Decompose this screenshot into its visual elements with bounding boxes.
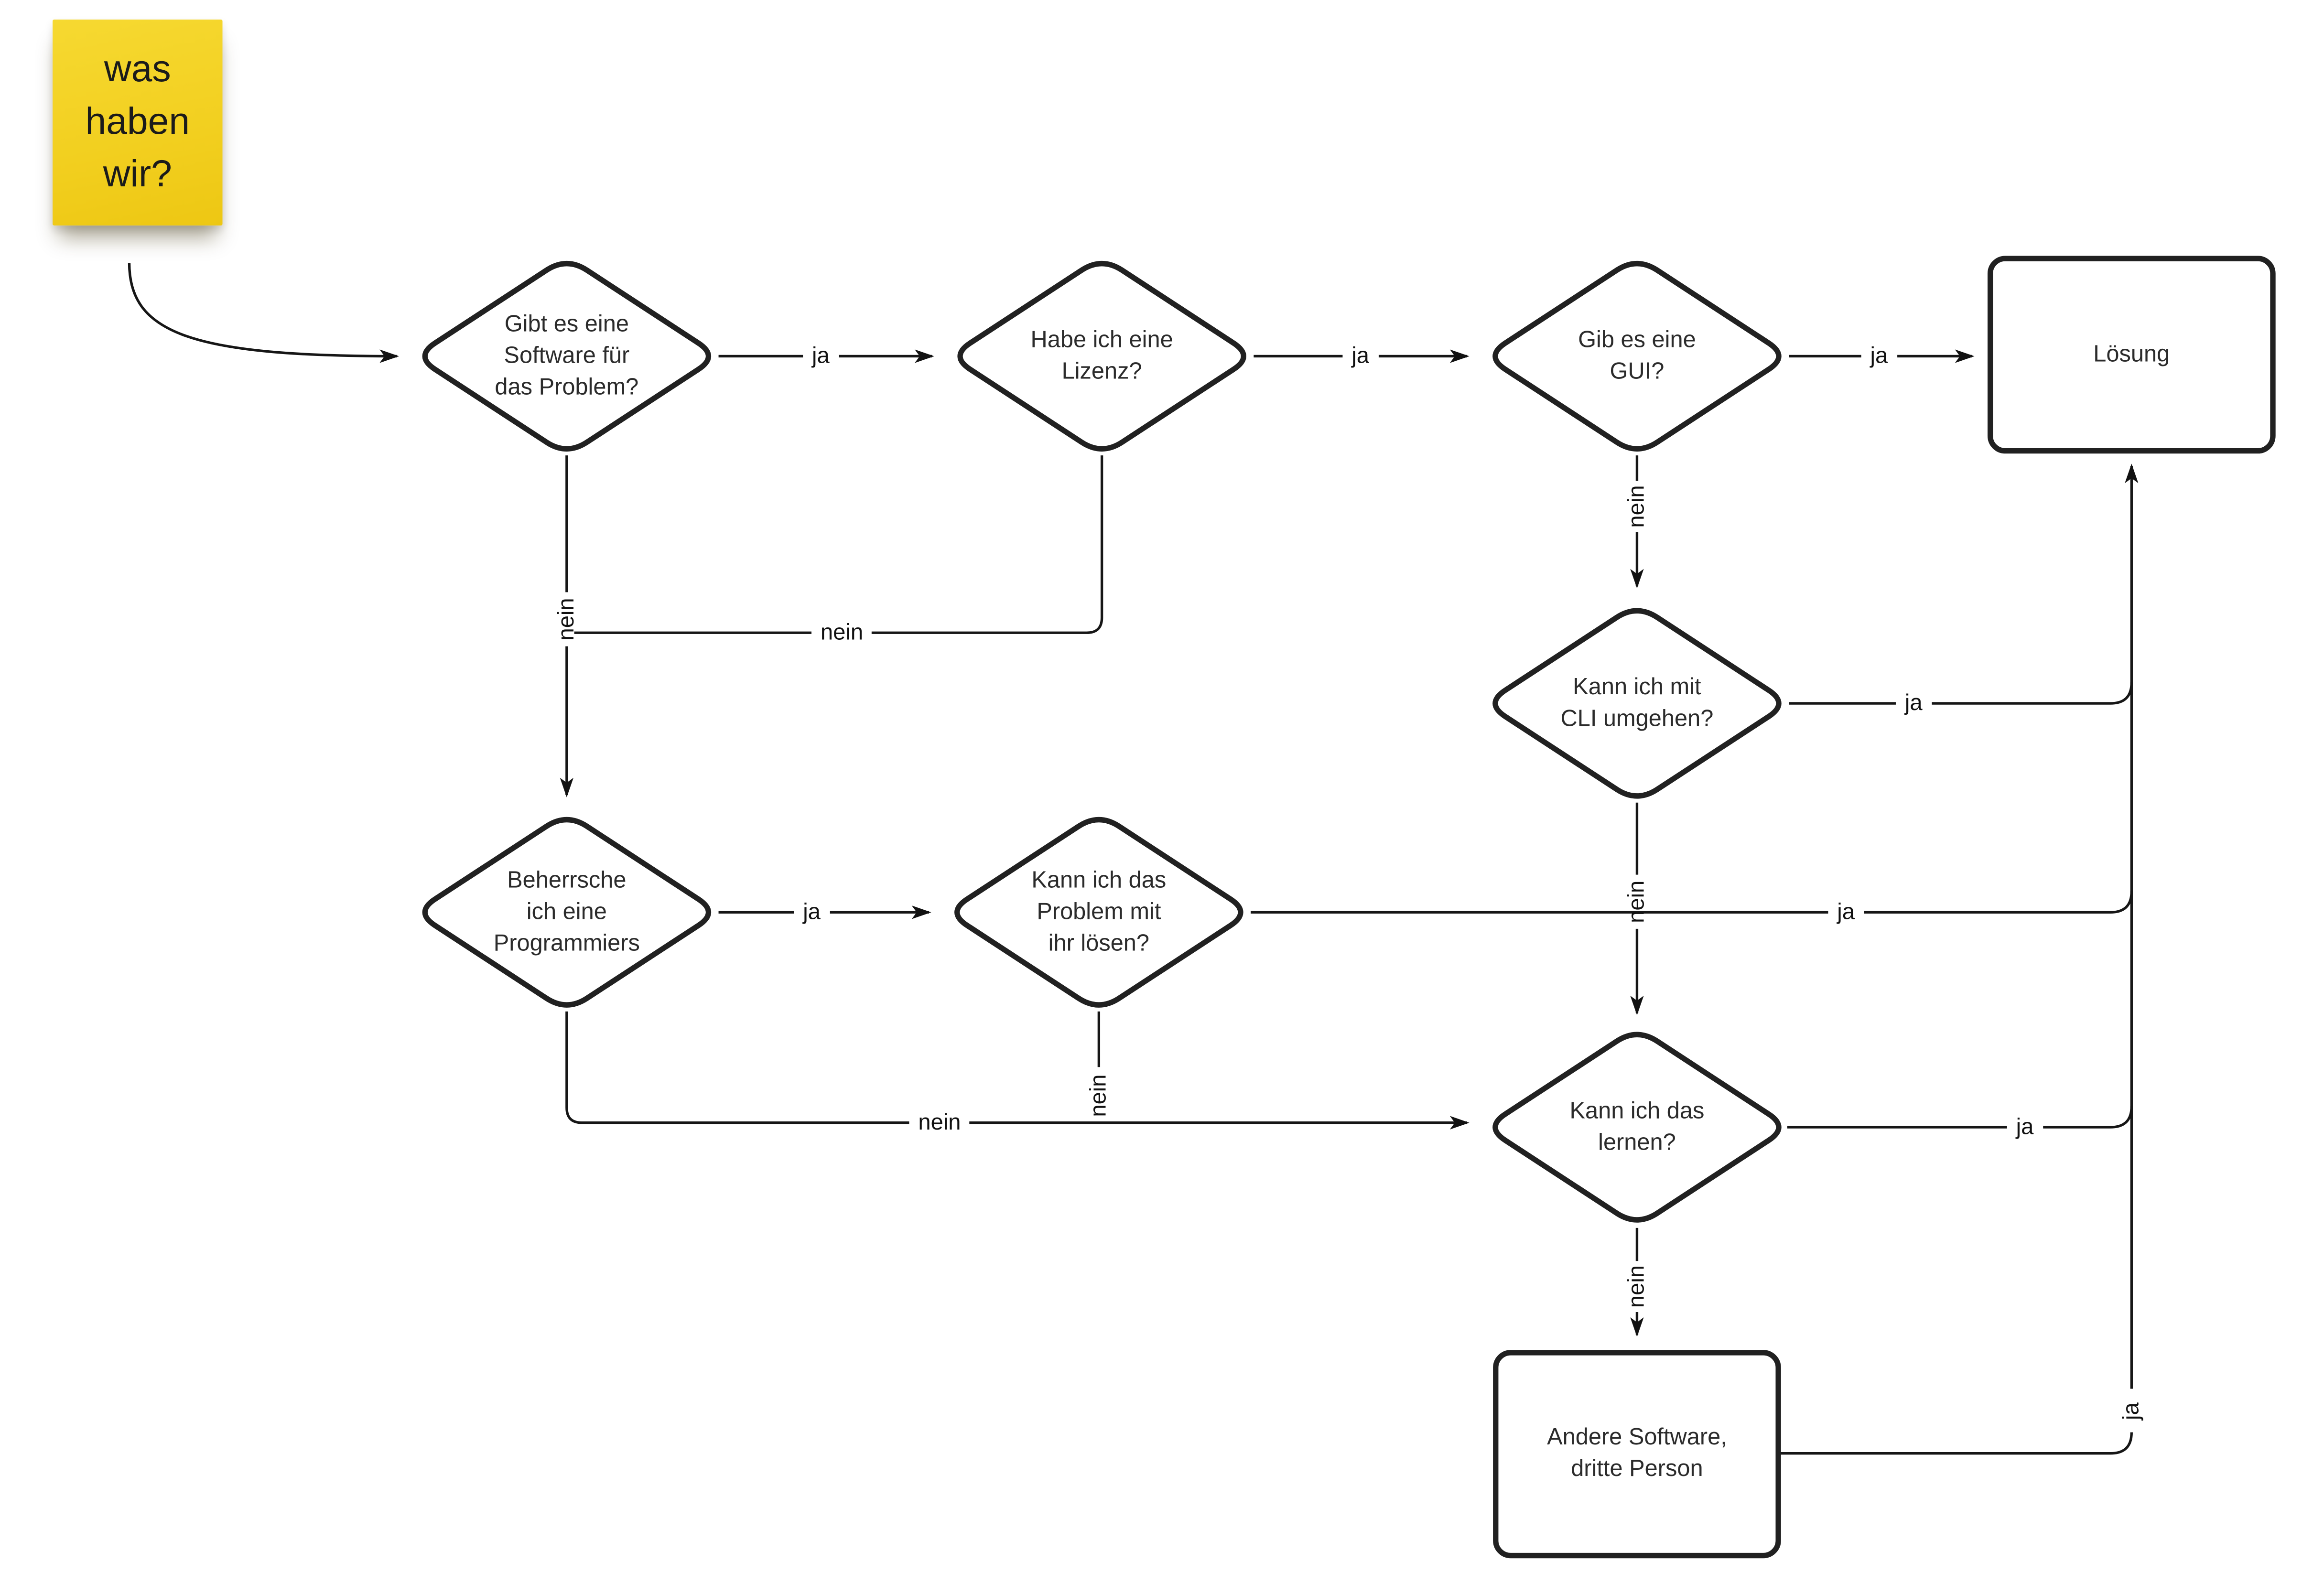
sticky-note-text: was haben wir? (85, 48, 190, 195)
decision-learn (1495, 1034, 1779, 1220)
terminal-other-software (1493, 1350, 1781, 1559)
edge-sticky-to-software (128, 263, 400, 363)
edge-license-nein-join (574, 455, 1103, 634)
edge-learn-ja-collector (1787, 1106, 2133, 1129)
decision-gui (1495, 264, 1779, 449)
decision-solve-with-it (957, 819, 1241, 1005)
decision-programming (425, 819, 708, 1005)
decision-cli (1495, 611, 1779, 796)
terminal-solution (1987, 256, 2276, 454)
edge-cli-ja-collector (1789, 682, 2133, 705)
edge-programming-nein-learn (565, 1011, 1470, 1130)
decision-software-exists (425, 264, 708, 449)
sticky-note: was haben wir? (53, 19, 223, 226)
edge-other-ja-corner (1778, 1432, 2133, 1455)
edge-solve-ja-collector (1251, 891, 2133, 914)
decision-license (960, 264, 1243, 449)
